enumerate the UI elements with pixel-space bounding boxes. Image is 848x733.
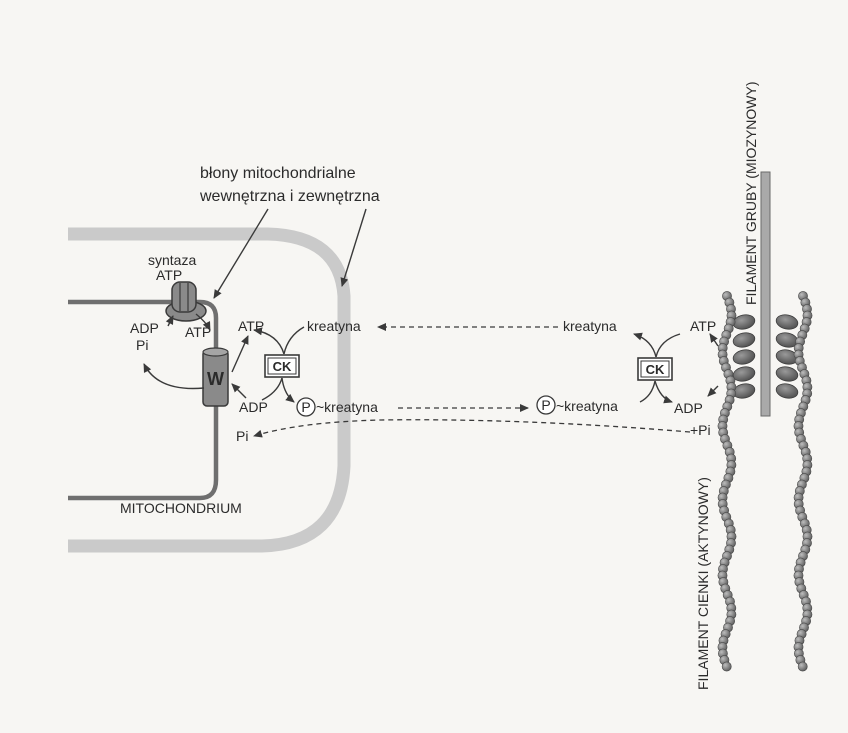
actin-bead [721, 661, 732, 672]
pcr-right-label: ~kreatyna [556, 398, 618, 414]
arrow-myosin-to-adp [707, 385, 719, 397]
membranes-label-line1: błony mitochondrialne [200, 165, 356, 182]
arrow-atp-out-translocase [231, 335, 249, 373]
actin-filament-left [717, 291, 737, 672]
pi-right-label: +Pi [690, 422, 711, 438]
ck-left-box: CK [264, 354, 300, 378]
arrow-adp-in-translocase [231, 383, 247, 399]
atp-right-label: ATP [690, 318, 716, 334]
translocase-icon: W [202, 347, 229, 407]
arrow-adp-to-ck-left [261, 377, 283, 401]
phosphate-right-icon [536, 395, 556, 415]
myosin-filament [760, 171, 771, 417]
kreatyna-left-label: kreatyna [307, 318, 361, 334]
phosphate-left-label: P [301, 399, 310, 415]
adp-right-label: ADP [674, 400, 703, 416]
pointer-inner-membrane [213, 208, 269, 299]
ck-right-box: CK [637, 357, 673, 381]
outer-membrane [68, 227, 351, 553]
thick-filament-label: FILAMENT GRUBY (MIOZYNOWY) [743, 82, 759, 306]
kreatyna-right-label: kreatyna [563, 318, 617, 334]
arrow-ck-to-atp-left [253, 327, 285, 355]
translocase-label: W [207, 369, 224, 389]
arrow-ck-to-pcr-left [281, 377, 295, 403]
myosin-head [732, 332, 756, 348]
arrow-adp-into-synthase [165, 315, 174, 327]
pointer-outer-membrane [340, 208, 367, 287]
mitochondrium-label: MITOCHONDRIUM [120, 500, 242, 516]
actin-bead [797, 661, 808, 672]
myosin-head [775, 383, 799, 399]
pcr-left-label: ~kreatyna [316, 399, 378, 415]
actin-filament-right [793, 291, 813, 672]
pi-left-label: Pi [136, 337, 148, 353]
arrow-pcr-to-ck-right [639, 380, 656, 403]
myosin-heads [732, 314, 799, 399]
arrow-ck-to-adp-right [654, 380, 673, 404]
arrow-kreatyna-to-ck [283, 326, 305, 355]
phosphate-right-label: P [541, 397, 550, 413]
synthase-label-line1: syntaza [148, 252, 196, 268]
arrow-synthase-to-atp [195, 313, 211, 331]
arrow-myosin-to-atp [709, 333, 719, 347]
phosphate-left-icon [296, 397, 316, 417]
ck-right-label: CK [646, 362, 665, 377]
arrow-ck-to-kreatyna-right [633, 332, 657, 358]
thin-filament-label: FILAMENT CIENKI (AKTYNOWY) [695, 477, 711, 690]
arrow-adp-loop [143, 363, 205, 390]
ck-left-label: CK [273, 359, 292, 374]
synthase-label-line2: ATP [156, 267, 182, 283]
myosin-head [732, 349, 756, 365]
atp-synthase-icon [165, 281, 207, 322]
membranes-label-line2: wewnętrzna i zewnętrzna [199, 188, 380, 205]
adp-left-label: ADP [130, 320, 159, 336]
arrow-atp-to-ck-right [655, 333, 681, 358]
myosin-head [775, 366, 799, 382]
myosin-head [732, 366, 756, 382]
arrow-pi-return [253, 419, 691, 438]
pi-return-label: Pi [236, 428, 248, 444]
myosin-head [775, 314, 799, 330]
adp-ck-left-label: ADP [239, 399, 268, 415]
